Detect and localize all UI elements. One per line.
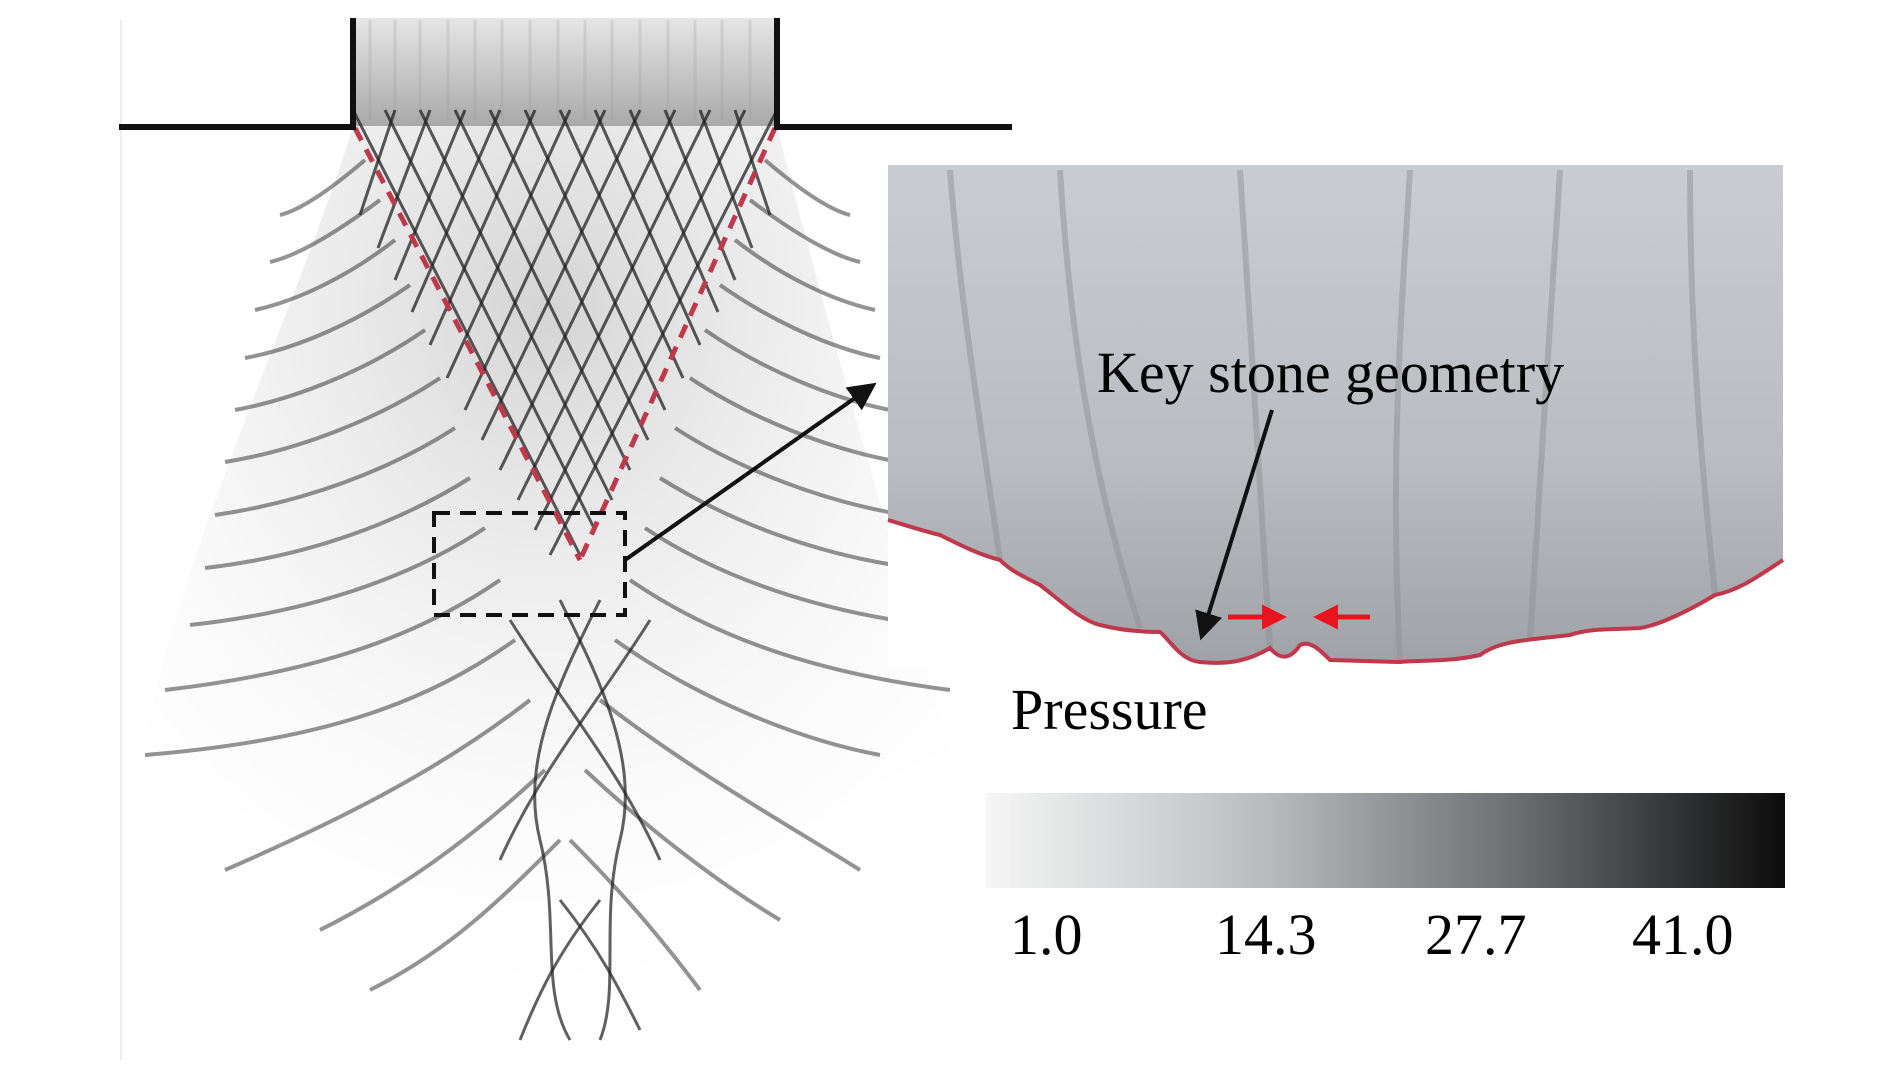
inset-cell-shading [947, 169, 1718, 661]
tube-streaks [368, 20, 752, 120]
keystone-annotation-label: Key stone geometry [1097, 340, 1565, 405]
triple-point-tracks [352, 126, 778, 562]
zoom-region-box [432, 511, 627, 617]
tube-interior [353, 18, 777, 126]
cell-pattern [351, 109, 779, 556]
lower-cells [498, 599, 662, 1041]
colorbar-tick-label: 41.0 [1632, 902, 1734, 967]
colorbar-tick-label: 14.3 [1215, 902, 1317, 967]
colorbar [986, 793, 1785, 888]
zoom-inset [887, 165, 1785, 668]
tube-walls [119, 18, 1012, 130]
inset-detonation-front [887, 518, 1785, 665]
zoom-pointer-arrow [623, 382, 877, 562]
plume-region [140, 126, 950, 1045]
shock-arcs-right [568, 158, 951, 992]
colorbar-tick-label: 1.0 [1010, 902, 1083, 967]
colorbar-tick-label: 27.7 [1425, 902, 1527, 967]
shock-arcs-left [144, 158, 562, 992]
keystone-pointer-arrow [1195, 409, 1274, 641]
colorbar-title: Pressure [1011, 677, 1208, 742]
